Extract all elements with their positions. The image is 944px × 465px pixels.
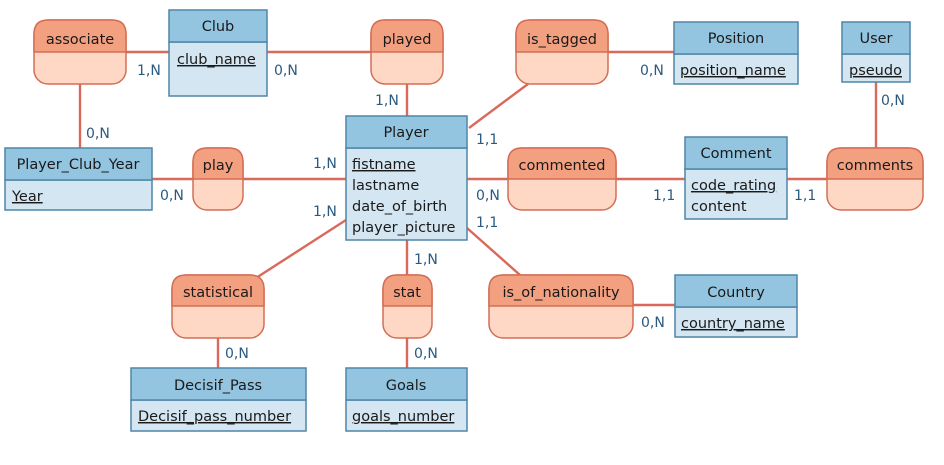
cardinality-position-is-tagged: 0,N — [640, 63, 664, 79]
entity-attribute-key: position_name — [680, 63, 786, 79]
relation-name: played — [383, 32, 432, 48]
relation-statistical[interactable]: statistical — [171, 274, 265, 339]
cardinality-labels: 1,N 0,N 1,N 0,N 0,N 0,N 1,1 1,N 0,N 0,N … — [86, 63, 905, 362]
entity-attribute: date_of_birth — [352, 199, 447, 215]
entity-player[interactable]: Player fistname lastname date_of_birth p… — [345, 115, 468, 241]
cardinality-comment-comments: 1,1 — [794, 188, 816, 204]
cardinality-country-nationality: 0,N — [641, 315, 665, 331]
entity-name: User — [859, 31, 892, 47]
cardinality-player-nationality: 1,1 — [476, 215, 498, 231]
entity-name: Player — [383, 125, 428, 141]
relation-is-tagged[interactable]: is_tagged — [515, 19, 609, 85]
relation-associate[interactable]: associate — [33, 19, 127, 85]
entity-name: Comment — [700, 146, 771, 162]
entity-name: Country — [707, 285, 765, 301]
cardinality-player-stat: 1,N — [414, 252, 438, 268]
relation-name: statistical — [183, 285, 253, 301]
cardinality-player-commented: 0,N — [476, 188, 500, 204]
entity-attribute: player_picture — [352, 220, 456, 236]
relation-name: play — [203, 158, 234, 174]
relation-comments[interactable]: comments — [826, 147, 924, 211]
entity-attribute: content — [691, 199, 747, 215]
cardinality-player-played: 1,N — [375, 93, 399, 109]
relation-is-of-nationality[interactable]: is_of_nationality — [488, 274, 634, 339]
entity-attribute-key: fistname — [352, 157, 416, 173]
connectors — [78, 50, 878, 368]
relation-name: comments — [837, 158, 913, 174]
entity-attribute-key: goals_number — [352, 409, 454, 425]
entity-player-club-year[interactable]: Player_Club_Year Year — [4, 147, 153, 211]
relation-name: is_tagged — [527, 32, 597, 48]
entity-position[interactable]: Position position_name — [673, 21, 799, 85]
cardinality-player-play: 1,N — [313, 156, 337, 172]
cardinality-user-comments: 0,N — [881, 93, 905, 109]
entity-name: Club — [202, 19, 235, 35]
entity-user[interactable]: User pseudo — [841, 21, 911, 83]
relation-name: commented — [518, 158, 605, 174]
relation-played[interactable]: played — [370, 19, 444, 85]
entity-goals[interactable]: Goals goals_number — [345, 367, 468, 432]
relation-name: is_of_nationality — [502, 285, 620, 301]
entity-attribute-key: club_name — [177, 52, 256, 68]
relation-name: associate — [46, 32, 114, 48]
entity-name: Goals — [386, 378, 427, 394]
cardinality-comment-commented: 1,1 — [653, 188, 675, 204]
cardinality-player-statistical: 1,N — [313, 204, 337, 220]
entity-country[interactable]: Country country_name — [674, 274, 798, 338]
relation-name: stat — [393, 285, 421, 301]
entity-comment[interactable]: Comment code_rating content — [684, 136, 788, 220]
cardinality-decisif-statistical: 0,N — [225, 346, 249, 362]
entity-name: Decisif_Pass — [174, 378, 262, 394]
entity-attribute-key: country_name — [681, 316, 785, 332]
entity-club[interactable]: Club club_name — [168, 9, 268, 97]
link-is-tagged-player — [468, 83, 529, 129]
relation-stat[interactable]: stat — [382, 274, 433, 339]
entity-name: Player_Club_Year — [17, 157, 140, 173]
cardinality-pcy-play: 0,N — [160, 188, 184, 204]
link-player-statistical — [255, 218, 347, 280]
link-player-nationality — [466, 227, 521, 276]
entity-name: Position — [708, 31, 764, 47]
cardinality-goals-stat: 0,N — [414, 346, 438, 362]
entity-attribute-key: pseudo — [849, 63, 902, 79]
cardinality-club-associate: 1,N — [137, 63, 161, 79]
entity-attribute: lastname — [352, 178, 419, 194]
relation-play[interactable]: play — [192, 147, 244, 211]
entity-attribute-key: code_rating — [691, 178, 776, 194]
cardinality-club-played: 0,N — [274, 63, 298, 79]
entity-decisif-pass[interactable]: Decisif_Pass Decisif_pass_number — [130, 367, 307, 432]
cardinality-player-is-tagged: 1,1 — [476, 132, 498, 148]
cardinality-associate-pcy: 0,N — [86, 126, 110, 142]
entity-attribute-key: Decisif_pass_number — [138, 409, 291, 425]
relation-commented[interactable]: commented — [507, 147, 617, 211]
entity-attribute-key: Year — [11, 189, 43, 205]
